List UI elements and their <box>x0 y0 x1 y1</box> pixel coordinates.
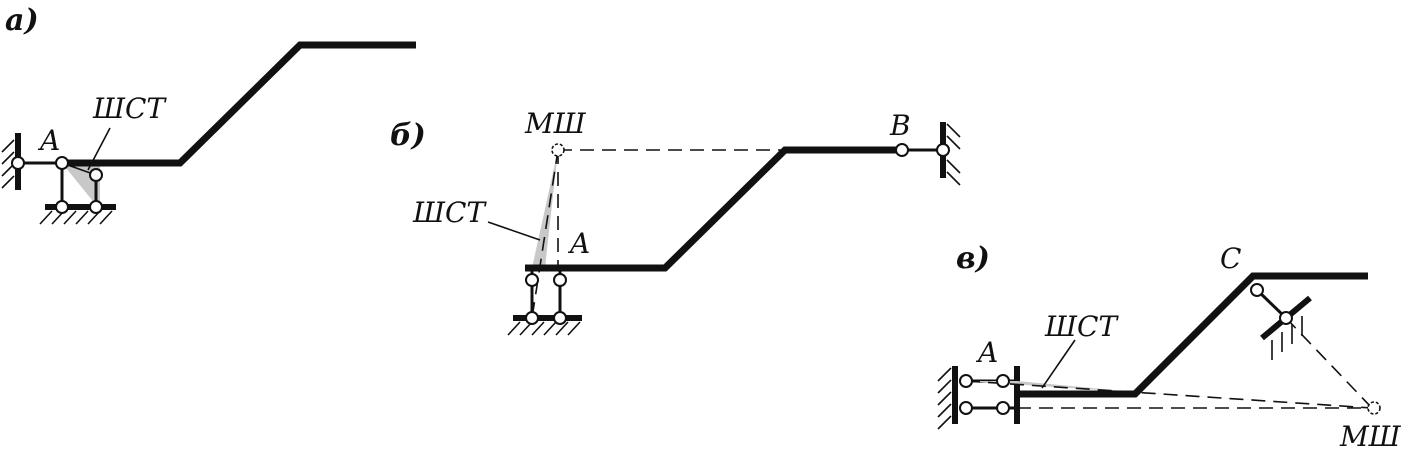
panel-v-shst-label: ШСТ <box>1044 310 1119 343</box>
panel-v-inclined-hatch <box>1271 316 1303 360</box>
panel-b-label: б) <box>390 118 426 153</box>
panel-a-hinge-wall <box>11 156 25 170</box>
panel-b-hinge-ground-right <box>553 311 567 325</box>
panel-v-dash-right <box>1285 317 1373 409</box>
panel-v-pole-label: МШ <box>1339 420 1402 451</box>
panel-b-wall-hatch <box>946 123 961 186</box>
panel-a-shst-leader <box>87 127 111 171</box>
panel-a-hinge-ground-left <box>55 200 69 214</box>
panel-v-pole-mshch <box>1367 401 1381 415</box>
panel-v-point-c: C <box>1220 242 1241 275</box>
panel-b-pole-mshch <box>551 143 565 157</box>
panel-b-hinge-top-right <box>553 273 567 287</box>
panel-a-label: а) <box>5 3 39 38</box>
panel-a-hinge-a <box>55 156 69 170</box>
panel-v: в) <box>937 241 1402 451</box>
panel-b-hinge-b <box>895 143 909 157</box>
panel-v-point-a: A <box>975 336 998 369</box>
panel-v-beam <box>1017 272 1368 398</box>
panel-b-hinge-wall <box>936 143 950 157</box>
panel-b-shst-area <box>532 150 558 268</box>
panel-v-shst-leader <box>1041 339 1076 389</box>
panel-v-label: в) <box>956 241 990 276</box>
panel-b-beam <box>525 146 902 272</box>
panel-b-pole-label: МШ <box>524 107 587 140</box>
panel-b-point-b: B <box>889 109 911 142</box>
panel-b-point-a: A <box>567 227 590 260</box>
panel-b: б) <box>390 107 961 336</box>
panel-v-hinge-inclined <box>1279 311 1293 325</box>
panel-v-hinge-wall-bottom <box>959 401 973 415</box>
panel-a-shst-label: ШСТ <box>92 92 167 125</box>
panel-b-ground-hatch <box>507 321 581 336</box>
panel-a-hinge-ground-right <box>89 200 103 214</box>
panel-a: а) <box>1 3 416 225</box>
panel-v-hinge-bar-top <box>996 374 1010 388</box>
panel-a-ground-hatch <box>39 210 113 225</box>
panel-v-hinge-c-link <box>1250 283 1264 297</box>
panel-b-shst-label: ШСТ <box>412 196 487 229</box>
panel-a-beam <box>62 41 416 167</box>
panel-a-hinge-mid <box>89 168 103 182</box>
panel-v-hinge-wall-top <box>959 374 973 388</box>
panel-a-point-a: A <box>37 124 60 157</box>
panel-b-hinge-ground-left <box>525 311 539 325</box>
panel-v-dash-top <box>965 380 1373 409</box>
panel-v-wall-hatch <box>937 367 952 430</box>
panel-v-hinge-bar-bottom <box>996 401 1010 415</box>
panel-b-hinge-top-left <box>525 273 539 287</box>
panel-b-shst-leader <box>487 221 541 241</box>
panel-b-dash-diagonal <box>531 149 559 319</box>
